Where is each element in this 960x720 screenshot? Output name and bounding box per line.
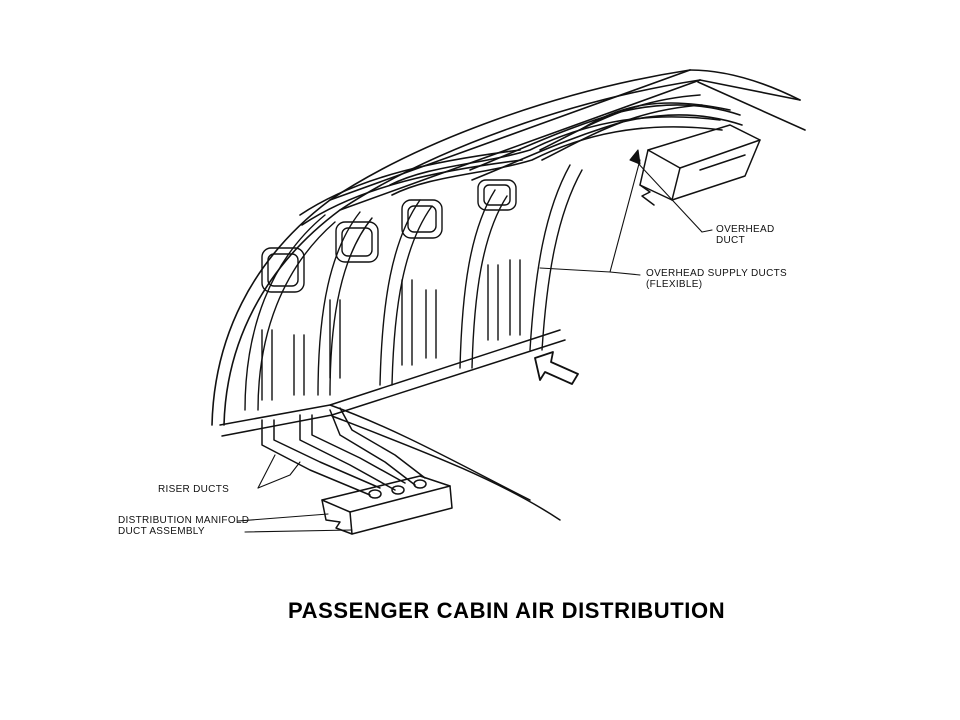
overhead-duct-label-line1: OVERHEAD [716,224,775,235]
manifold-label: DISTRIBUTION MANIFOLD DUCT ASSEMBLY [118,515,249,537]
overhead-duct-label: OVERHEAD DUCT [716,224,775,246]
supply-ducts-label: OVERHEAD SUPPLY DUCTS (FLEXIBLE) [646,268,787,290]
airflow-arrow-icon [534,351,579,385]
overhead-duct-label-line2: DUCT [716,235,745,246]
riser-ducts-lower [261,407,427,499]
overhead-duct [639,124,761,206]
cabin-windows [261,179,517,293]
manifold-label-line2: DUCT ASSEMBLY [118,526,205,537]
fuselage-skin [211,69,806,426]
riser-ducts-label-text: RISER DUCTS [158,484,230,495]
riser-ducts-vertical [261,259,521,401]
leader-lines [237,149,713,533]
frame-ribs [244,164,583,411]
supply-ducts-label-line2: (FLEXIBLE) [646,279,703,290]
riser-ducts-label: RISER DUCTS [158,484,229,495]
figure-title: PASSENGER CABIN AIR DISTRIBUTION [288,598,726,623]
distribution-manifold [321,475,453,535]
overhead-supply-ducts [299,94,743,226]
supply-ducts-label-line1: OVERHEAD SUPPLY DUCTS [646,268,787,279]
manifold-label-line1: DISTRIBUTION MANIFOLD [118,515,250,526]
